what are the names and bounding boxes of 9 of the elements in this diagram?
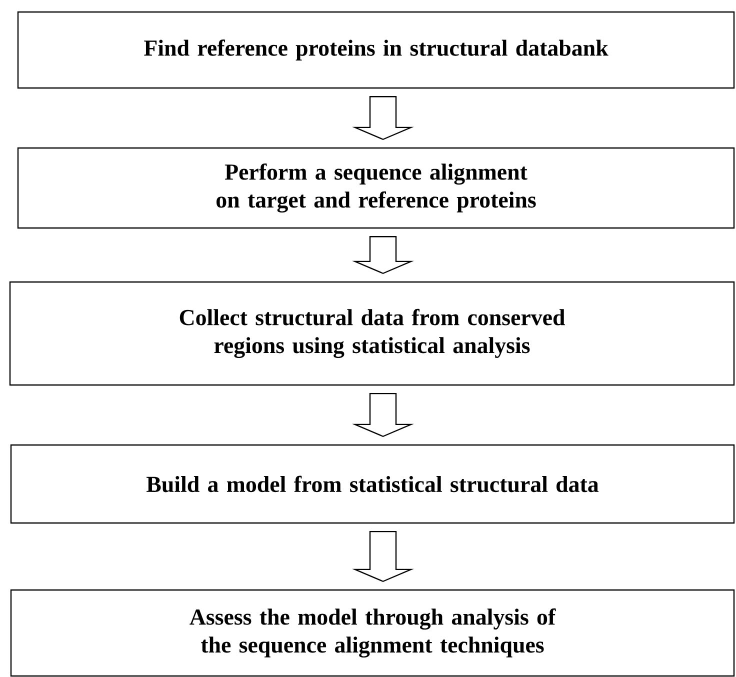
block-arrow	[352, 530, 414, 582]
block-arrow	[352, 236, 414, 274]
block-arrow	[352, 96, 414, 140]
block-arrow	[352, 392, 414, 438]
process-box: Collect structural data from conserved regions using statistical analysis	[9, 281, 735, 386]
process-box: Find reference proteins in structural databank	[17, 11, 735, 89]
process-box: Build a model from statistical structural data	[10, 444, 735, 524]
process-box: Perform a sequence alignment on target and reference proteins	[17, 147, 735, 229]
process-box: Assess the model through analysis of the sequence alignment techniques	[10, 589, 735, 677]
